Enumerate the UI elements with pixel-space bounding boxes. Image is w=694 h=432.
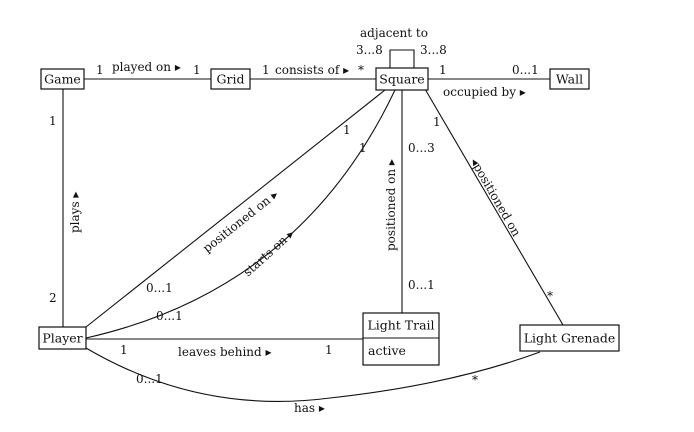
class-light-trail-attribute: active xyxy=(368,343,406,358)
assoc-square-wall-mult-wall: 0...1 xyxy=(512,63,539,77)
class-player: Player xyxy=(38,326,87,350)
class-square-name: Square xyxy=(379,72,424,87)
class-square: Square xyxy=(375,67,429,91)
assoc-player-square-positioned-mult-player: 0...1 xyxy=(146,281,173,295)
class-grid-name: Grid xyxy=(217,72,245,87)
assoc-grid-square-mult-grid: 1 xyxy=(262,63,270,77)
assoc-player-square-starts-label: starts on ▸ xyxy=(241,226,298,279)
edge-square-self xyxy=(389,49,415,68)
assoc-game-grid-mult-grid: 1 xyxy=(193,63,201,77)
class-game: Game xyxy=(40,68,85,90)
class-light-grenade-name: Light Grenade xyxy=(524,331,616,346)
class-light-grenade: Light Grenade xyxy=(519,324,620,352)
edge-player-grenade xyxy=(85,347,541,402)
class-game-name: Game xyxy=(44,72,81,87)
assoc-game-player-label: plays ▸ xyxy=(68,192,82,233)
assoc-square-wall-mult-square: 1 xyxy=(439,63,447,77)
assoc-square-self-mult-right: 3...8 xyxy=(420,43,447,57)
assoc-player-square-starts-mult-player: 0...1 xyxy=(156,309,183,323)
assoc-player-trail-mult-trail: 1 xyxy=(325,343,333,357)
edge-grenade-square xyxy=(424,88,564,326)
assoc-grenade-square-mult-grenade: * xyxy=(547,289,553,303)
class-light-trail: Light Trail active xyxy=(362,312,440,366)
assoc-square-self-label: adjacent to xyxy=(360,26,428,40)
class-wall-name: Wall xyxy=(556,72,583,87)
assoc-player-grenade-mult-player: 0...1 xyxy=(136,372,163,386)
assoc-grid-square-mult-square: * xyxy=(358,63,364,77)
class-grid: Grid xyxy=(210,68,251,90)
class-player-name: Player xyxy=(42,331,82,346)
assoc-game-grid-mult-game: 1 xyxy=(96,63,104,77)
assoc-player-square-positioned-mult-square: 1 xyxy=(343,123,351,137)
class-light-trail-name: Light Trail xyxy=(367,318,434,333)
assoc-grenade-square-label: ◂positioned on xyxy=(467,156,523,240)
assoc-grid-square-label: consists of ▸ xyxy=(275,63,349,77)
assoc-player-square-starts-mult-square: 1 xyxy=(359,141,367,155)
assoc-game-player-mult-game: 1 xyxy=(49,114,57,128)
assoc-trail-square-label: positioned on ▸ xyxy=(384,159,398,251)
assoc-trail-square-mult-square: 0...3 xyxy=(408,141,435,155)
assoc-game-grid-label: played on ▸ xyxy=(112,60,181,74)
assoc-grenade-square-mult-square: 1 xyxy=(433,115,441,129)
edge-player-square-positioned xyxy=(85,89,386,328)
class-wall: Wall xyxy=(549,68,590,90)
assoc-player-grenade-label: has ▸ xyxy=(294,401,325,415)
assoc-game-player-mult-player: 2 xyxy=(49,291,57,305)
assoc-player-trail-label: leaves behind ▸ xyxy=(178,345,272,359)
assoc-player-grenade-mult-grenade: * xyxy=(472,373,478,387)
assoc-trail-square-mult-trail: 0...1 xyxy=(408,278,435,292)
assoc-square-self-mult-left: 3...8 xyxy=(356,43,383,57)
edge-player-square-starts xyxy=(85,89,396,339)
assoc-player-trail-mult-player: 1 xyxy=(120,343,128,357)
assoc-square-wall-label: occupied by ▸ xyxy=(443,85,526,99)
